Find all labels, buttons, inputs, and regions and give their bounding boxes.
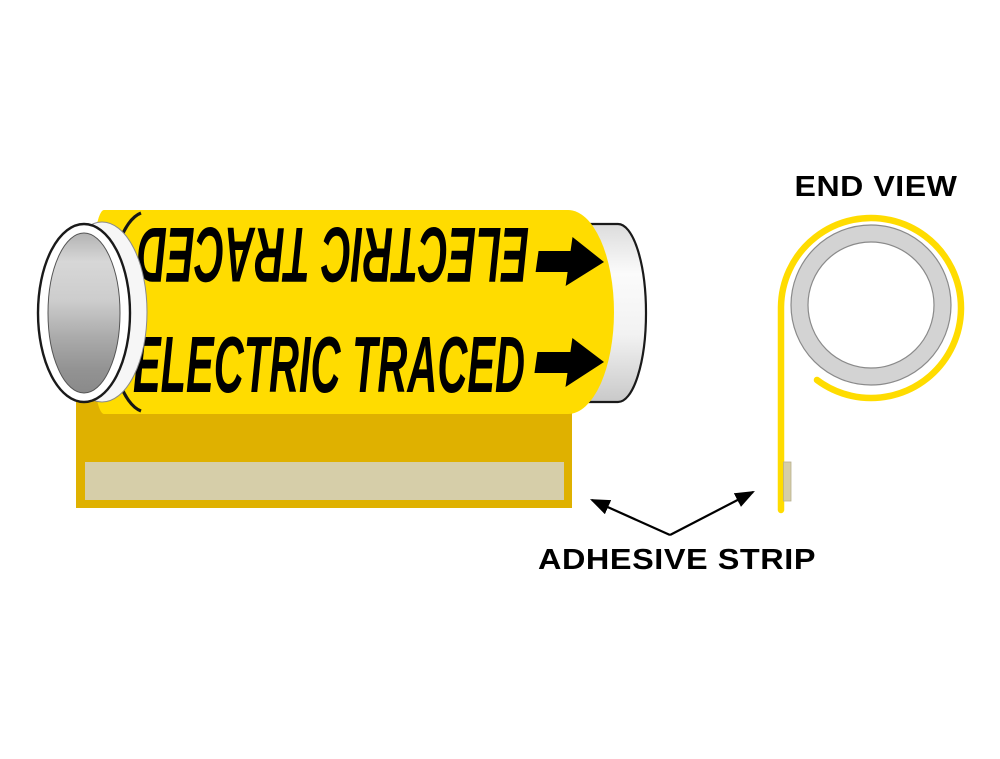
pointer-arrow-right-icon (669, 490, 755, 536)
end-view-title: END VIEW (795, 171, 958, 203)
end-view-wrap-spiral (777, 214, 965, 514)
adhesive-annotation: ADHESIVE STRIP (538, 490, 816, 576)
pipe-left-end (36, 221, 148, 404)
pointer-arrow-left-icon (589, 498, 671, 537)
marker-wrap-body (90, 210, 614, 414)
end-view-pipe-bore (807, 241, 935, 369)
adhesive-strip-end-view (783, 461, 792, 502)
marker-text-top-group: ELECTRIC TRACED (137, 211, 604, 299)
adhesive-strip-flat (85, 462, 564, 500)
marker-text-top: ELECTRIC TRACED (137, 211, 529, 299)
marker-text-bottom: ELECTRIC TRACED (133, 320, 525, 409)
flow-arrow-right-icon (534, 338, 604, 387)
pipe-marker-illustration: ELECTRIC TRACED ELECTRIC TRACED (36, 210, 648, 508)
pipe-bore (47, 232, 121, 394)
flow-arrow-wrapped-icon (535, 237, 604, 286)
adhesive-strip-label: ADHESIVE STRIP (538, 544, 816, 576)
end-view: END VIEW (777, 171, 965, 514)
